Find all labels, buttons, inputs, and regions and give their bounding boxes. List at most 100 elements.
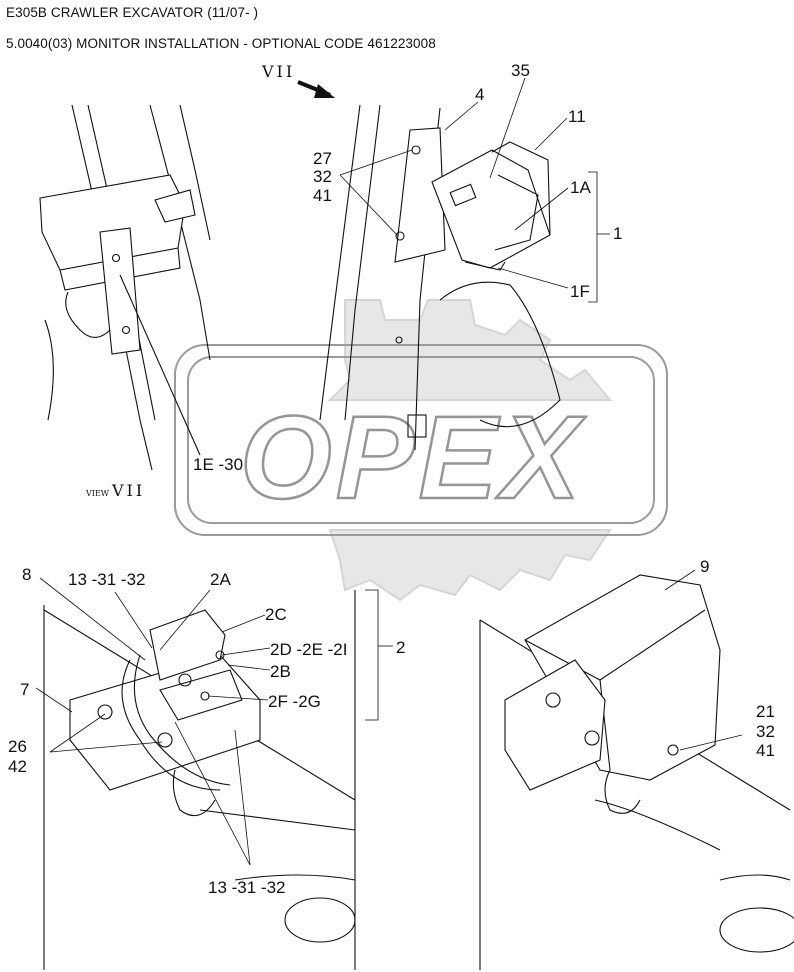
callout-1: 1 [613, 224, 622, 243]
monitor-body [431, 149, 551, 269]
wire-harness-a [121, 659, 221, 791]
callout-7: 7 [20, 680, 29, 699]
bolt-left [97, 704, 113, 720]
callout-32-right: 32 [756, 722, 775, 741]
pillar-edge-right [149, 104, 211, 361]
seat-contour [44, 319, 54, 421]
right-cover-edge [719, 874, 791, 881]
leader-4 [444, 101, 479, 131]
cable-clamp [172, 769, 216, 817]
cover-9 [524, 574, 721, 781]
screw-21 [667, 744, 679, 756]
leader-11 [534, 117, 568, 151]
cab-pillar-left [319, 104, 361, 421]
view-marker: VII [261, 62, 295, 81]
callout-41-top: 41 [313, 186, 332, 205]
leader-26-b [49, 741, 163, 753]
bracket-bolt-top [111, 253, 121, 263]
leader-13a [114, 591, 153, 649]
leader-21 [679, 734, 743, 751]
seat-back [439, 281, 561, 428]
leader-26-a [49, 713, 106, 753]
view-caption: VII [111, 481, 145, 500]
callout-2F-2G: 2F -2G [268, 692, 321, 711]
leader-7 [35, 687, 73, 713]
right-bolt-a [545, 692, 561, 708]
watermark-gear [327, 299, 613, 401]
watermark-gear-bottom [328, 529, 612, 602]
leader-1F [497, 267, 569, 289]
right-cable-clamp [604, 769, 641, 814]
mounting-bracket [99, 227, 141, 355]
right-base-dome [719, 907, 794, 953]
callout-21: 21 [756, 702, 775, 721]
callout-4: 4 [475, 85, 484, 104]
callout-35: 35 [511, 61, 530, 80]
callout-1F: 1F [570, 282, 590, 301]
bolt-front [157, 732, 173, 748]
leader-27-b [339, 174, 399, 237]
callout-41-right: 41 [756, 741, 775, 760]
wire-harness-b [133, 654, 231, 786]
callout-26: 26 [8, 737, 27, 756]
view-arrow-icon [297, 80, 335, 98]
leader-2D [221, 647, 271, 656]
bracket-bolt-bottom [121, 325, 131, 335]
callout-13-31-32-top: 13 -31 -32 [68, 570, 146, 589]
watermark-text: OPEX [240, 392, 586, 524]
callout-13-31-32-bottom: 13 -31 -32 [208, 878, 286, 897]
connector-box [149, 609, 226, 681]
leader-2A [159, 589, 211, 651]
bracket-screw-bottom [395, 231, 405, 241]
callout-1A: 1A [570, 178, 591, 197]
right-cable-run [594, 799, 721, 851]
bracket-2 [365, 589, 379, 721]
callout-1E30: 1E -30 [193, 455, 243, 474]
callout-2D-2E-2I: 2D -2E -2I [270, 640, 347, 659]
lower-clip [407, 414, 427, 438]
bracket-1 [588, 171, 598, 303]
leader-2B [227, 664, 271, 671]
leader-35 [489, 77, 526, 179]
cover-detail-right [479, 574, 794, 970]
pillar-edge-far [179, 104, 211, 241]
monitor-screen [494, 174, 539, 251]
leader-1e30 [119, 274, 201, 456]
leader-8 [39, 577, 146, 661]
callout-2A: 2A [210, 570, 231, 589]
watermark-logo: OPEX [174, 299, 668, 602]
leader-9 [664, 569, 696, 591]
monitor-label [449, 183, 477, 207]
cover-edge [234, 874, 356, 881]
cab-pillar-mid [344, 104, 381, 421]
upper-clamp [154, 189, 196, 223]
callout-2C: 2C [265, 605, 287, 624]
pillar-bracket [394, 127, 446, 263]
base-dome [284, 897, 356, 943]
bracket-detail-left [43, 590, 356, 970]
callout-9: 9 [700, 557, 709, 576]
bolt-center [178, 673, 192, 687]
leader-2C [221, 614, 266, 633]
leader-13b-a [174, 721, 251, 866]
cable-loop [65, 291, 111, 339]
drawing-title: E305B CRAWLER EXCAVATOR (11/07- ) [6, 5, 259, 20]
callout-11: 11 [568, 107, 586, 126]
pillar-rivet [395, 336, 403, 344]
callout-27: 27 [313, 149, 332, 168]
callout-2: 2 [396, 638, 405, 657]
leader-27-a [339, 149, 413, 176]
callout-2B: 2B [270, 662, 291, 681]
drawing-subtitle: 5.0040(03) MONITOR INSTALLATION - OPTION… [6, 36, 436, 51]
leader-13b-b [234, 729, 251, 866]
right-mounting-plate [504, 659, 606, 791]
cable-run [199, 809, 356, 831]
view-caption-small: VIEW [85, 489, 110, 498]
right-bolt-b [584, 730, 600, 746]
watermark-outer-frame [174, 344, 668, 536]
watermark-inner-frame [187, 356, 655, 524]
callout-42: 42 [8, 757, 27, 776]
callout-8: 8 [22, 565, 31, 584]
cover-top-ridge [599, 609, 706, 681]
